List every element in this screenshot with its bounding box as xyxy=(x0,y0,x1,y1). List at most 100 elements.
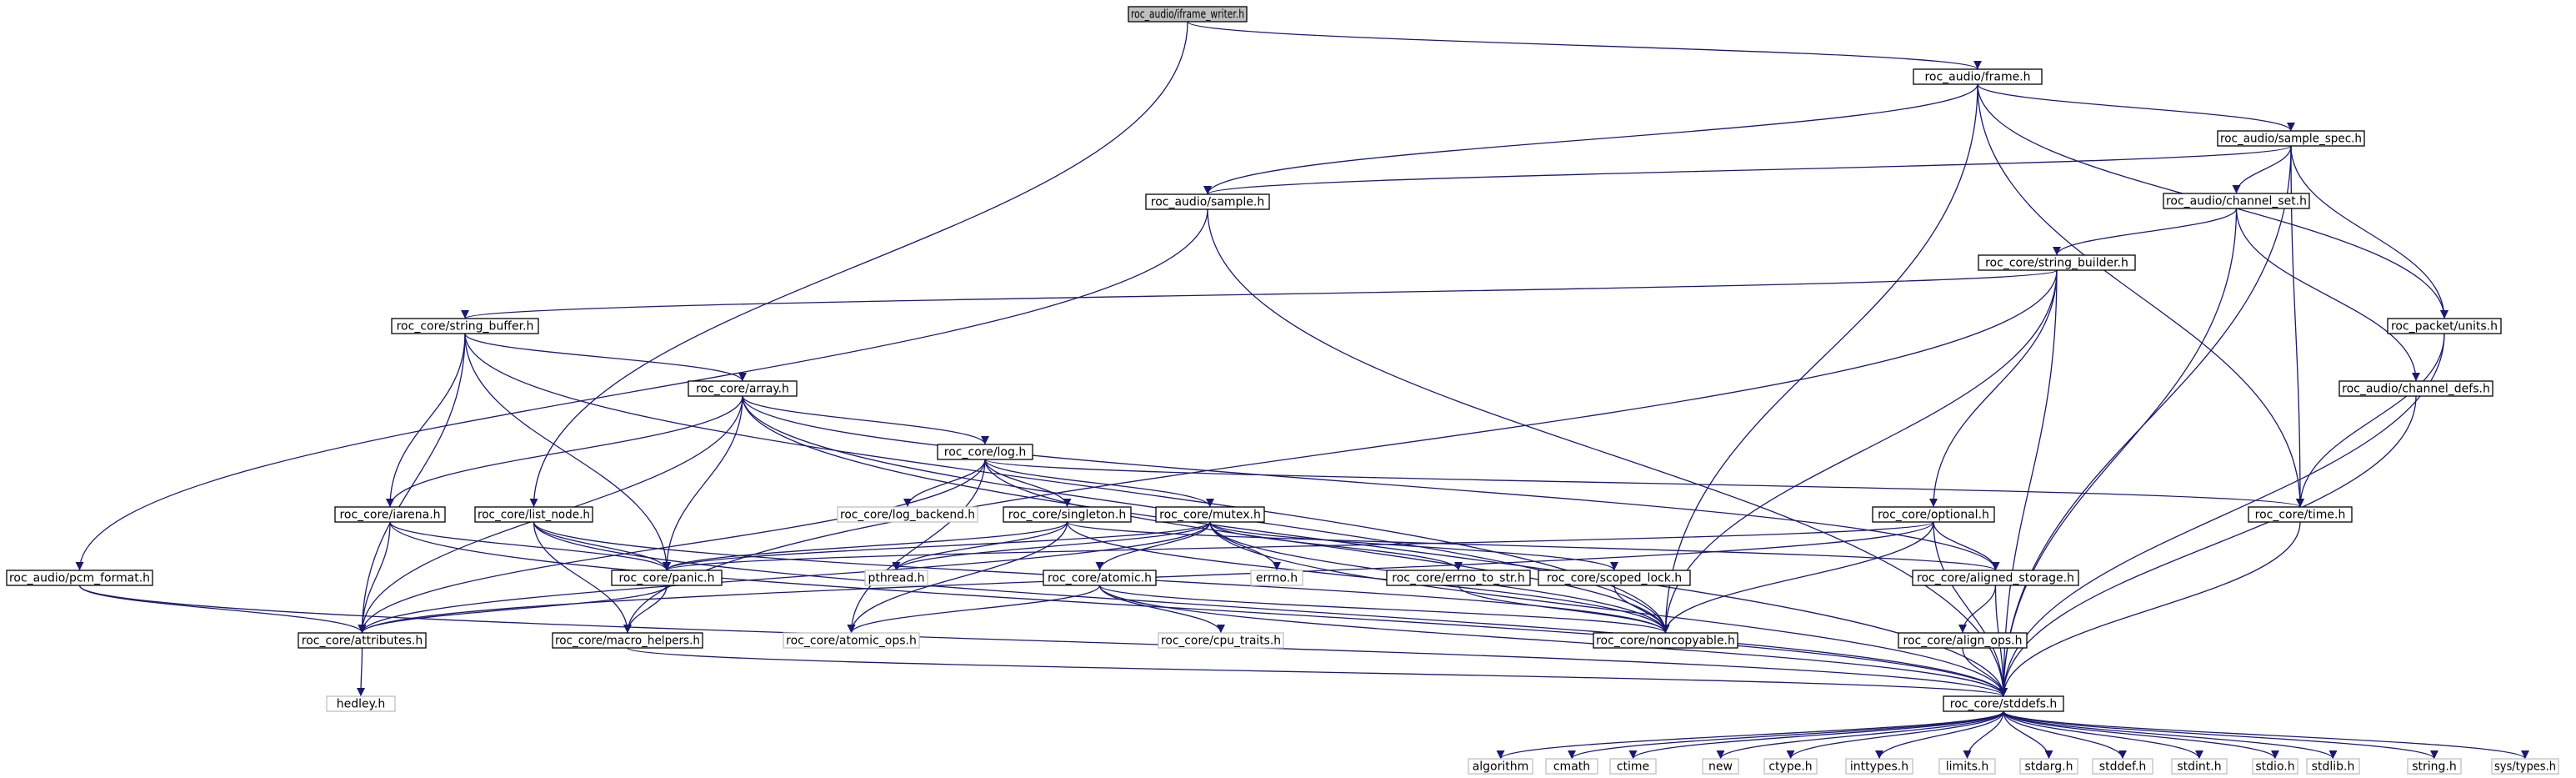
edge-array-to-log xyxy=(742,395,989,445)
edge-sample_spec-to-units xyxy=(2290,145,2448,319)
edge-channel_set-to-channel_defs xyxy=(2235,208,2420,382)
edge-atomic-to-atomic_ops xyxy=(847,585,1101,634)
edge-iarena-to-attributes xyxy=(358,521,391,634)
node-label: errno.h xyxy=(1256,572,1298,585)
node-label: roc_core/optional.h xyxy=(1878,509,1989,522)
node-array[interactable]: roc_core/array.h xyxy=(688,380,798,397)
node-box xyxy=(864,570,928,586)
node-align-ops[interactable]: roc_core/align_ops.h xyxy=(1898,632,2028,649)
node-label: sys/types.h xyxy=(2494,760,2556,774)
edge-stddefs-to-inttypes xyxy=(1875,710,2004,760)
edge-errno_to_str-to-noncopyable xyxy=(1458,585,1670,634)
node-string-builder[interactable]: roc_core/string_builder.h xyxy=(1978,254,2136,271)
edge-stddefs-to-sys_types xyxy=(2003,710,2529,760)
node-channel-set[interactable]: roc_audio/channel_set.h xyxy=(2163,193,2310,209)
node-box xyxy=(1938,758,1996,775)
node-frame[interactable]: roc_audio/frame.h xyxy=(1913,68,2043,85)
node-label: roc_audio/channel_defs.h xyxy=(2342,383,2490,396)
node-label: limits.h xyxy=(1946,760,1988,774)
edge-sample-to-pcm_format xyxy=(75,208,1208,571)
edge-aligned_storage-to-align_ops xyxy=(1958,585,1997,634)
node-label: roc_core/noncopyable.h xyxy=(1596,635,1735,648)
node-box xyxy=(937,444,1033,460)
node-box xyxy=(1386,570,1531,586)
node-label: roc_core/log_backend.h xyxy=(840,509,975,522)
edge-sample_spec-to-sample xyxy=(1203,145,2292,195)
node-macro-helpers[interactable]: roc_core/macro_helpers.h xyxy=(552,632,703,649)
node-ctype: ctype.h xyxy=(1763,758,1818,775)
node-noncopyable[interactable]: roc_core/noncopyable.h xyxy=(1593,632,1738,649)
node-errno-to-str[interactable]: roc_core/errno_to_str.h xyxy=(1386,570,1531,586)
edge-panic-to-attributes xyxy=(358,585,668,634)
edge-channel_defs-to-stddefs xyxy=(1999,395,2417,697)
node-label: hedley.h xyxy=(337,698,386,711)
edge-list_node-to-panic xyxy=(533,521,671,571)
node-time[interactable]: roc_core/time.h xyxy=(2248,506,2353,523)
node-iarena[interactable]: roc_core/iarena.h xyxy=(334,506,446,523)
node-box xyxy=(2171,758,2228,775)
node-cpu-traits: roc_core/cpu_traits.h xyxy=(1158,632,1284,649)
node-label: roc_core/atomic.h xyxy=(1048,572,1152,585)
edge-atomic-to-cpu_traits xyxy=(1098,585,1225,634)
node-optional[interactable]: roc_core/optional.h xyxy=(1872,506,1995,523)
node-box xyxy=(1250,570,1303,586)
node-label: roc_packet/units.h xyxy=(2391,320,2498,334)
edge-channel_set-to-stddefs xyxy=(1999,208,2238,697)
node-stdint: stdint.h xyxy=(2171,758,2228,775)
edge-stddefs-to-ctime xyxy=(1628,710,2004,760)
edge-string_builder-to-stddefs xyxy=(1999,269,2058,697)
node-atomic[interactable]: roc_core/atomic.h xyxy=(1043,570,1157,586)
node-iframe-writer[interactable]: roc_audio/iframe_writer.h xyxy=(1128,6,1248,23)
edge-frame-to-sample xyxy=(1203,83,1978,195)
node-singleton[interactable]: roc_core/singleton.h xyxy=(1003,506,1132,523)
node-box xyxy=(334,506,446,523)
node-panic[interactable]: roc_core/panic.h xyxy=(611,570,723,586)
node-box xyxy=(1702,758,1739,775)
node-box xyxy=(2491,758,2559,775)
node-algorithm: algorithm xyxy=(1468,758,1533,775)
edge-list_node-to-macro_helpers xyxy=(533,521,632,634)
node-inttypes: inttypes.h xyxy=(1845,758,1913,775)
edge-log-to-attributes xyxy=(358,459,986,634)
node-label: roc_core/aligned_storage.h xyxy=(1917,572,2074,585)
node-label: new xyxy=(1708,760,1733,774)
node-log-backend: roc_core/log_backend.h xyxy=(837,506,978,523)
edge-string_builder-to-noncopyable xyxy=(1661,269,2058,634)
node-scoped-lock[interactable]: roc_core/scoped_lock.h xyxy=(1538,570,1691,586)
node-box xyxy=(688,380,798,397)
node-channel-defs[interactable]: roc_audio/channel_defs.h xyxy=(2338,380,2493,397)
edge-log-to-mutex xyxy=(984,459,1214,508)
node-attributes[interactable]: roc_core/attributes.h xyxy=(298,632,427,649)
node-cmath: cmath xyxy=(1545,758,1598,775)
node-stdlib: stdlib.h xyxy=(2306,758,2360,775)
node-label: roc_audio/sample_spec.h xyxy=(2220,133,2362,146)
node-string-buffer[interactable]: roc_core/string_buffer.h xyxy=(391,318,539,334)
node-mutex[interactable]: roc_core/mutex.h xyxy=(1155,506,1265,523)
node-box xyxy=(1043,570,1157,586)
node-box xyxy=(1545,758,1598,775)
node-box xyxy=(1593,632,1738,649)
node-limits: limits.h xyxy=(1938,758,1996,775)
edge-log-to-singleton xyxy=(984,459,1072,508)
node-stddefs[interactable]: roc_core/stddefs.h xyxy=(1943,695,2064,712)
edge-log-to-log_backend xyxy=(903,459,986,508)
node-sample-spec[interactable]: roc_audio/sample_spec.h xyxy=(2217,130,2365,147)
node-label: ctime xyxy=(1617,760,1649,774)
node-list-node[interactable]: roc_core/list_node.h xyxy=(474,506,593,523)
edge-log-to-time xyxy=(984,459,2304,508)
node-log[interactable]: roc_core/log.h xyxy=(937,444,1033,460)
node-label: roc_core/string_buffer.h xyxy=(397,320,534,334)
edge-align_ops-to-stddefs xyxy=(1962,647,2008,697)
node-aligned-storage[interactable]: roc_core/aligned_storage.h xyxy=(1912,570,2079,586)
node-label: roc_core/array.h xyxy=(696,383,789,396)
edge-string_buffer-to-attributes xyxy=(358,333,466,634)
edge-string_builder-to-optional xyxy=(1929,269,2058,508)
node-sample[interactable]: roc_audio/sample.h xyxy=(1145,193,1270,210)
node-pcm-format[interactable]: roc_audio/pcm_format.h xyxy=(6,570,153,586)
edge-pcm_format-to-attributes xyxy=(78,585,367,634)
node-label: roc_audio/pcm_format.h xyxy=(9,572,150,585)
node-label: algorithm xyxy=(1473,760,1529,774)
node-units[interactable]: roc_packet/units.h xyxy=(2387,318,2502,334)
node-label: ctype.h xyxy=(1768,760,1812,774)
